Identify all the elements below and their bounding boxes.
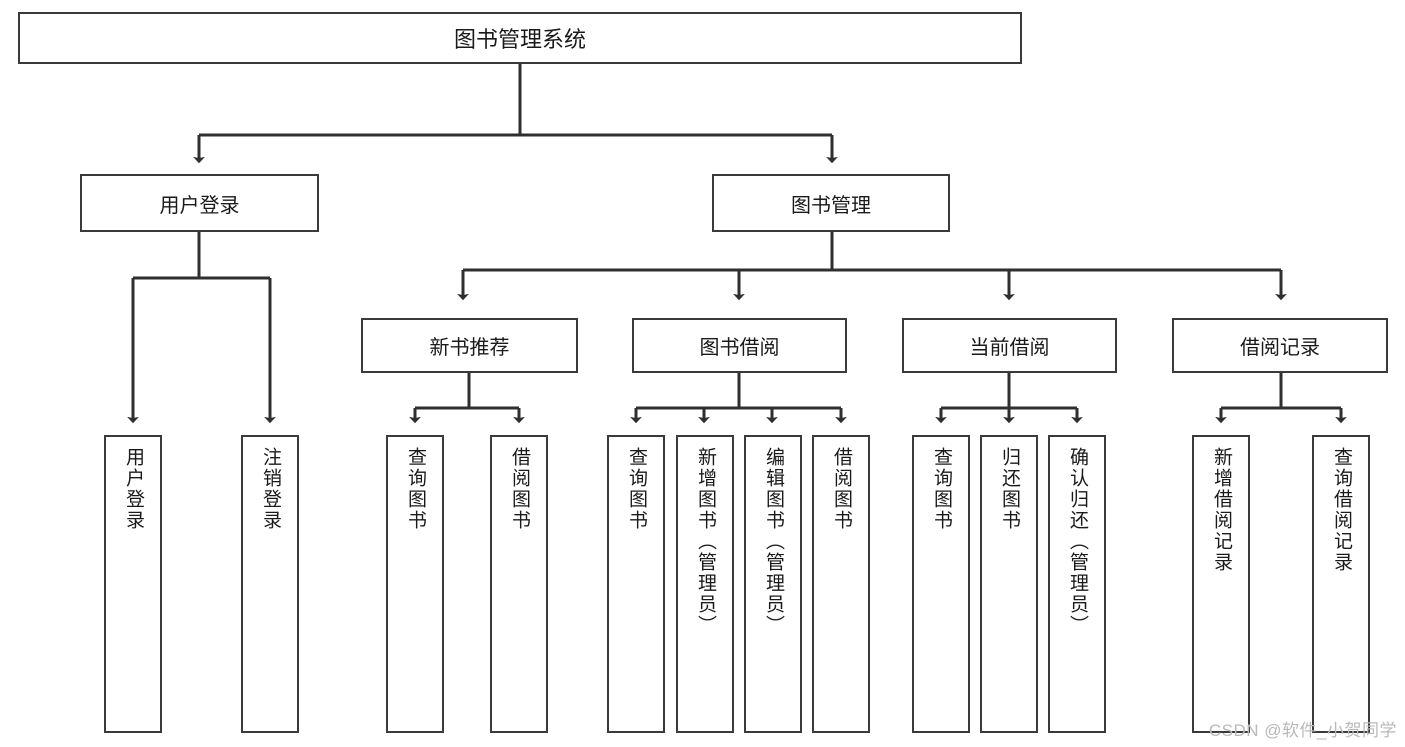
node-label: 查询图书 [930,447,952,531]
node-label: 编辑图书（管理员） [762,447,784,636]
node-leaf-user-login[interactable]: 用户登录 [104,435,162,733]
node-label: 确认归还（管理员） [1066,447,1088,636]
node-leaf-query-book-recommendation[interactable]: 查询图书 [386,435,444,733]
node-leaf-return-book[interactable]: 归还图书 [980,435,1038,733]
node-label: 图书借阅 [699,337,780,359]
node-label: 当前借阅 [969,337,1050,359]
node-label: 归还图书 [998,447,1020,531]
node-leaf-query-borrowing-record[interactable]: 查询借阅记录 [1312,435,1370,733]
node-label: 新书推荐 [429,337,510,359]
node-leaf-query-book-current[interactable]: 查询图书 [912,435,970,733]
node-label: 新增图书（管理员） [694,447,716,636]
node-leaf-add-book-admin[interactable]: 新增图书（管理员） [676,435,734,733]
node-branch-user-login[interactable]: 用户登录 [80,174,319,232]
node-label: 借阅图书 [830,447,852,531]
node-branch-book-management[interactable]: 图书管理 [712,174,950,232]
node-label: 查询图书 [404,447,426,531]
node-label: 查询借阅记录 [1330,447,1352,573]
node-label: 用户登录 [122,447,144,531]
node-label: 借阅图书 [508,447,530,531]
node-root-book-management-system[interactable]: 图书管理系统 [18,12,1022,64]
node-leaf-confirm-return-admin[interactable]: 确认归还（管理员） [1048,435,1106,733]
watermark: CSDN @软件_小贺同学 [1208,721,1397,740]
node-label: 借阅记录 [1240,337,1320,359]
node-leaf-borrow-book[interactable]: 借阅图书 [812,435,870,733]
node-branch-current-borrowing[interactable]: 当前借阅 [902,318,1117,373]
node-leaf-query-book-borrowing[interactable]: 查询图书 [607,435,665,733]
node-branch-book-borrowing[interactable]: 图书借阅 [632,318,847,373]
node-branch-new-book-recommendation[interactable]: 新书推荐 [361,318,578,373]
node-leaf-logout[interactable]: 注销登录 [241,435,299,733]
node-label: 注销登录 [259,447,281,531]
node-leaf-borrow-book-recommendation[interactable]: 借阅图书 [490,435,548,733]
node-label: 新增借阅记录 [1210,447,1232,573]
node-branch-borrowing-records[interactable]: 借阅记录 [1172,318,1388,373]
node-leaf-edit-book-admin[interactable]: 编辑图书（管理员） [744,435,802,733]
node-leaf-add-borrowing-record[interactable]: 新增借阅记录 [1192,435,1250,733]
node-label: 用户登录 [159,194,240,217]
node-label: 查询图书 [625,447,647,531]
node-label: 图书管理 [791,194,871,217]
node-label: 图书管理系统 [453,27,586,52]
